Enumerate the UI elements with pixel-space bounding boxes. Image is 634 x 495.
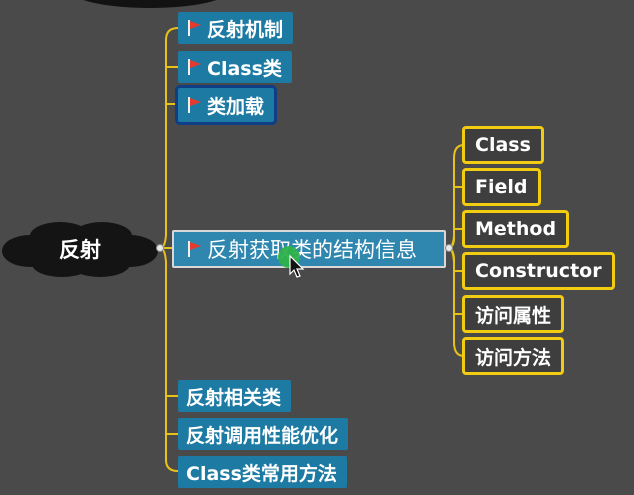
red-flag-icon (188, 241, 201, 257)
sub-topic-access-fields[interactable]: 访问属性 (462, 295, 565, 333)
branch-invoke-performance-optimization[interactable]: 反射调用性能优化 (178, 418, 349, 450)
sub-topic-label: Constructor (475, 260, 602, 282)
mouse-pointer-icon (278, 246, 305, 278)
branch-get-class-structure[interactable]: 反射获取类的结构信息 (172, 230, 446, 268)
branch-class-class[interactable]: Class类 (178, 51, 292, 83)
branch-reflection-mechanism[interactable]: 反射机制 (178, 12, 294, 44)
branch-label: 反射获取类的结构信息 (207, 238, 417, 262)
branch-class-loading[interactable]: 类加载 (174, 85, 278, 125)
root-connector-dot (156, 244, 164, 252)
red-flag-icon (188, 97, 201, 113)
sub-topic-label: 访问属性 (475, 304, 552, 327)
root-topic-label: 反射 (59, 238, 101, 262)
sub-topic-access-methods[interactable]: 访问方法 (462, 337, 565, 375)
red-flag-icon (188, 59, 201, 75)
cloud-shape (2, 222, 158, 277)
branch-label: 类加载 (207, 95, 265, 118)
partial-cloud-shape (83, 0, 217, 8)
sub-topic-label: Method (475, 218, 557, 240)
sub-topic-class[interactable]: Class (462, 126, 544, 164)
branch-label: 反射机制 (207, 18, 284, 41)
sub-topic-label: Field (475, 176, 528, 198)
center-connector-dot (445, 244, 453, 252)
sub-topic-constructor[interactable]: Constructor (462, 252, 615, 290)
root-topic[interactable]: 反射 (0, 218, 160, 280)
branch-label: Class类常用方法 (186, 462, 337, 485)
red-flag-icon (188, 20, 201, 36)
branch-reflection-related-classes[interactable]: 反射相关类 (178, 380, 292, 412)
sub-topic-label: Class (475, 134, 531, 156)
sub-topic-label: 访问方法 (475, 346, 552, 369)
sub-topic-field[interactable]: Field (462, 168, 541, 206)
sub-topic-method[interactable]: Method (462, 210, 570, 248)
branch-class-common-methods[interactable]: Class类常用方法 (178, 456, 347, 488)
branch-label: 反射相关类 (186, 386, 282, 409)
branch-label: Class类 (207, 57, 282, 80)
branch-label: 反射调用性能优化 (186, 424, 339, 447)
